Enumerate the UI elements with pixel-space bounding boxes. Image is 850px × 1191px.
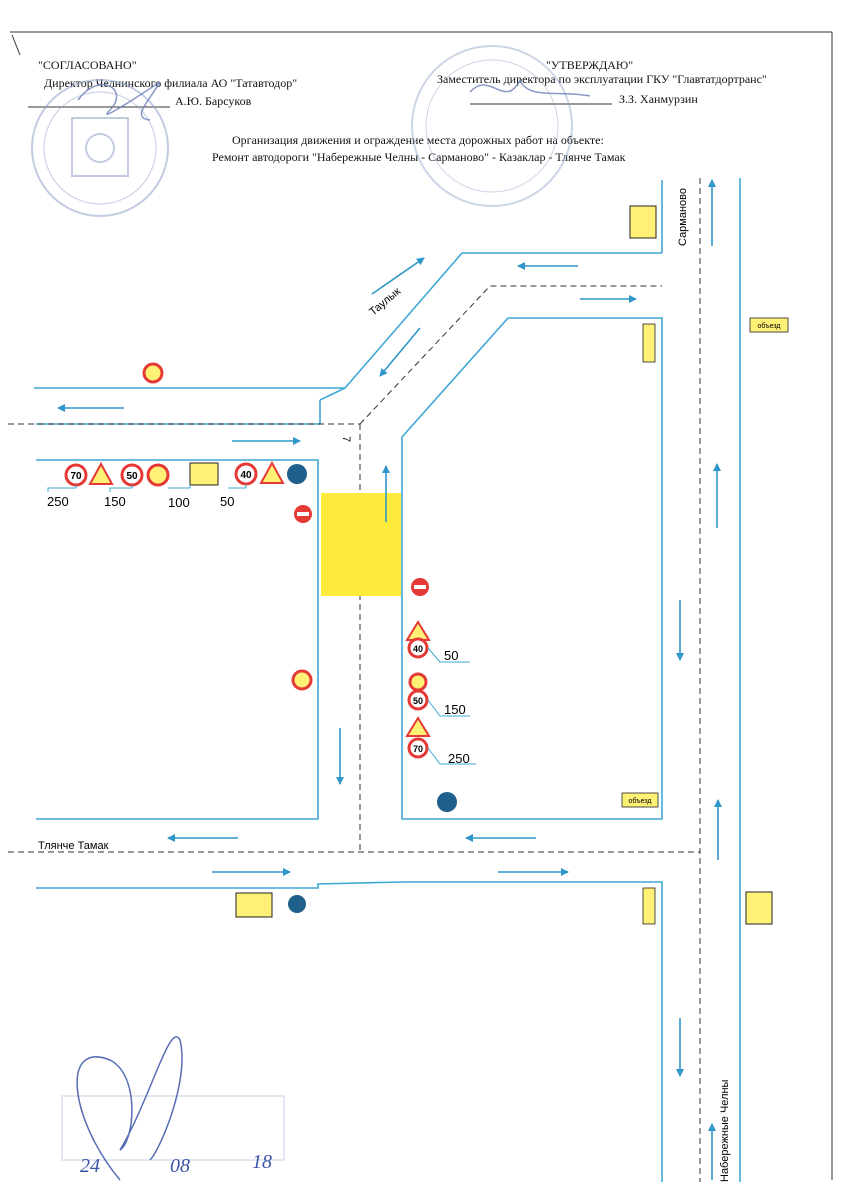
speed-50-label: 50 [126,471,138,482]
roadwork-sign-2 [259,460,285,484]
detour-plate-2: объезд [749,317,789,333]
no-overtaking-sign-top [142,362,164,384]
traffic-arrows [57,179,722,1180]
stamp-right [411,45,573,207]
street-label-sarmanovo: Сарманово [677,188,689,246]
signature-left [77,81,161,121]
distance-leaders-right [427,647,476,765]
detour-plate-2-label: объезд [758,322,781,330]
detour-plate-1 [642,323,656,363]
stamp-bottom [61,1095,285,1161]
distance-right-50: 50 [444,648,458,663]
distance-leaders-left [47,484,247,492]
roadwork-sign-right-2 [405,716,431,737]
approval-left-name: А.Ю. Барсуков [175,94,252,108]
distance-left-50: 50 [220,494,234,509]
no-entry-bar-left [297,512,309,516]
distance-left-150: 150 [104,494,126,509]
signature-right [469,78,591,97]
document-title-line2: Ремонт автодороги "Набережные Челны - Са… [212,150,626,164]
speed-limit-40-sign-right [407,637,429,659]
handwritten-date-month: 08 [170,1155,190,1177]
keep-right-sign-bottom [288,895,306,913]
roadwork-sign [88,461,114,485]
street-label-tlyanche: Тлянче Тамак [38,840,109,852]
frame-left-top [11,34,21,56]
distance-left-100: 100 [168,495,190,510]
detour-scheme-sign-right [745,891,773,925]
marker-7: 7 [340,436,352,442]
distance-right-150: 150 [444,702,466,717]
roads [34,178,741,1182]
handwritten-date-year: 18 [252,1151,272,1173]
speed-70-label: 70 [70,471,82,482]
work-zone [321,493,401,596]
approval-right-status: "УТВЕРЖДАЮ" [546,58,634,72]
speed-limit-70-sign-right [407,737,429,759]
handwritten-date-day: 24 [80,1155,100,1177]
speed-40-label: 40 [240,470,252,481]
stamp-left [31,79,169,217]
keep-right-sign [287,464,307,484]
detour-plate-4 [642,887,656,925]
no-overtaking-sign-lower [291,669,313,691]
detour-scheme-sign-top [629,205,657,239]
street-label-chelny: Набережные Челны [719,1079,731,1182]
distance-left-250: 250 [47,494,69,509]
detour-scheme-sign [189,462,219,486]
approval-left-status: "СОГЛАСОВАНО" [38,58,137,72]
speed-70-right-label: 70 [413,744,423,754]
speed-40-right-label: 40 [413,644,423,654]
street-label-taulyk: Таулык [367,285,403,318]
sign-group-right: 40 50 70 [405,578,431,759]
center-lines [8,178,701,1182]
no-overtaking-sign-right [408,672,428,692]
keep-left-sign [437,792,457,812]
sign-group-left: 70 50 40 [64,460,312,523]
speed-50-right-label: 50 [413,696,423,706]
distance-right-250: 250 [448,751,470,766]
speed-limit-50-sign-right [407,689,429,711]
signature-bottom [76,1036,183,1181]
approval-right-name: З.З. Ханмурзин [619,92,698,106]
no-entry-bar-right [414,585,426,589]
detour-plate-3-label: объезд [629,797,652,805]
roadwork-sign-right-1 [405,620,431,641]
detour-scheme-sign-bottom [235,892,273,918]
no-overtaking-sign [146,463,170,487]
detour-plate-3: объезд [621,792,659,808]
document-title-line1: Организация движения и ограждение места … [232,133,604,147]
